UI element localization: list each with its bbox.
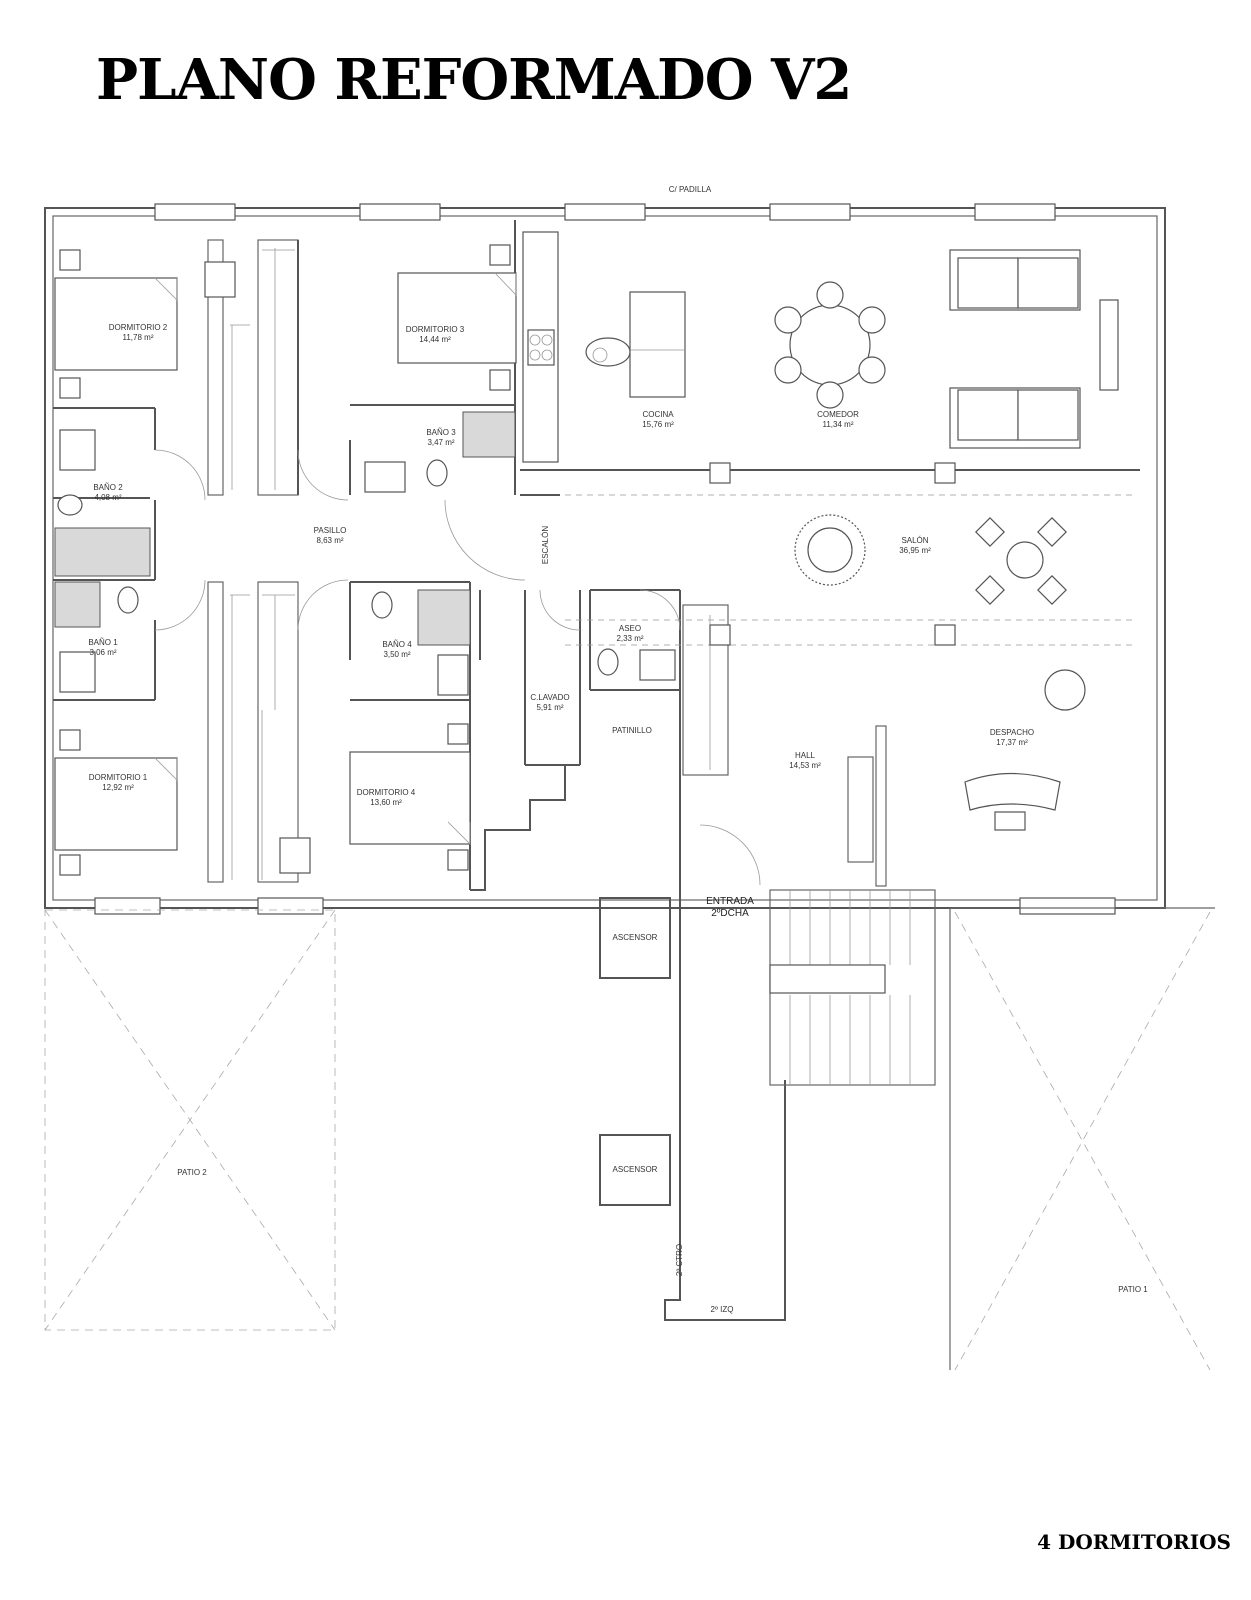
dormitorio4-area: 13,60 m² bbox=[370, 798, 402, 807]
bano3-name: BAÑO 3 bbox=[426, 428, 456, 437]
dormitorio3-area: 14,44 m² bbox=[419, 335, 451, 344]
dormitorio3-name: DORMITORIO 3 bbox=[406, 325, 465, 334]
izq-label: 2º IZQ bbox=[711, 1305, 734, 1314]
bathroom-fixtures bbox=[54, 411, 676, 696]
bano2-area: 4,08 m² bbox=[94, 493, 121, 502]
pasillo-area: 8,63 m² bbox=[316, 536, 343, 545]
dormitorio1-name: DORMITORIO 1 bbox=[89, 773, 148, 782]
bano3-area: 3,47 m² bbox=[427, 438, 454, 447]
entrada-door-label: 2ºDCHA bbox=[711, 908, 749, 919]
cocina-name: COCINA bbox=[642, 410, 674, 419]
dormitorio2-name: DORMITORIO 2 bbox=[109, 323, 168, 332]
salon-name: SALÓN bbox=[901, 536, 928, 545]
footer-bedrooms: 4 DORMITORIOS bbox=[1037, 1530, 1231, 1554]
aseo-area: 2,33 m² bbox=[616, 634, 643, 643]
clavado-area: 5,91 m² bbox=[536, 703, 563, 712]
dormitorio2-area: 11,78 m² bbox=[123, 333, 154, 342]
pasillo-name: PASILLO bbox=[314, 526, 347, 535]
bano2-name: BAÑO 2 bbox=[93, 483, 123, 492]
dining-table bbox=[774, 281, 886, 409]
bano4-area: 3,50 m² bbox=[383, 650, 410, 659]
wardrobes bbox=[230, 248, 711, 880]
ctro-label: 2º CTRO bbox=[675, 1244, 684, 1276]
clavado-name: C.LAVADO bbox=[530, 693, 569, 702]
entrada-label: ENTRADA bbox=[706, 896, 754, 907]
ascensor1-label: ASCENSOR bbox=[613, 933, 658, 942]
living-furniture bbox=[709, 249, 1119, 831]
patio1-label: PATIO 1 bbox=[1118, 1285, 1148, 1294]
room-labels: DORMITORIO 2 11,78 m² DORMITORIO 3 14,44… bbox=[88, 323, 1148, 1314]
hall-area: 14,53 m² bbox=[789, 761, 821, 770]
beds bbox=[54, 244, 517, 876]
patio2-label: PATIO 2 bbox=[177, 1168, 207, 1177]
bano1-name: BAÑO 1 bbox=[88, 638, 118, 647]
patinillo-name: PATINILLO bbox=[612, 726, 652, 735]
cocina-area: 15,76 m² bbox=[642, 420, 674, 429]
doors bbox=[154, 449, 761, 886]
kitchen-fixtures bbox=[522, 231, 686, 463]
comedor-area: 11,34 m² bbox=[823, 420, 854, 429]
despacho-name: DESPACHO bbox=[990, 728, 1034, 737]
ascensor2-label: ASCENSOR bbox=[613, 1165, 658, 1174]
common-area bbox=[599, 889, 936, 1321]
escalon-label: ESCALÓN bbox=[541, 526, 550, 564]
comedor-name: COMEDOR bbox=[817, 410, 859, 419]
patios bbox=[44, 907, 1215, 1371]
salon-area: 36,95 m² bbox=[899, 546, 931, 555]
aseo-name: ASEO bbox=[619, 624, 641, 633]
despacho-area: 17,37 m² bbox=[996, 738, 1028, 747]
street-label: C/ PADILLA bbox=[669, 185, 712, 194]
plan-title: PLANO REFORMADO V2 bbox=[96, 47, 852, 113]
dormitorio4-name: DORMITORIO 4 bbox=[357, 788, 416, 797]
bano1-area: 3,06 m² bbox=[89, 648, 116, 657]
outer-walls bbox=[44, 203, 1166, 915]
bano4-name: BAÑO 4 bbox=[382, 640, 412, 649]
dormitorio1-area: 12,92 m² bbox=[102, 783, 134, 792]
hall-name: HALL bbox=[795, 751, 816, 760]
